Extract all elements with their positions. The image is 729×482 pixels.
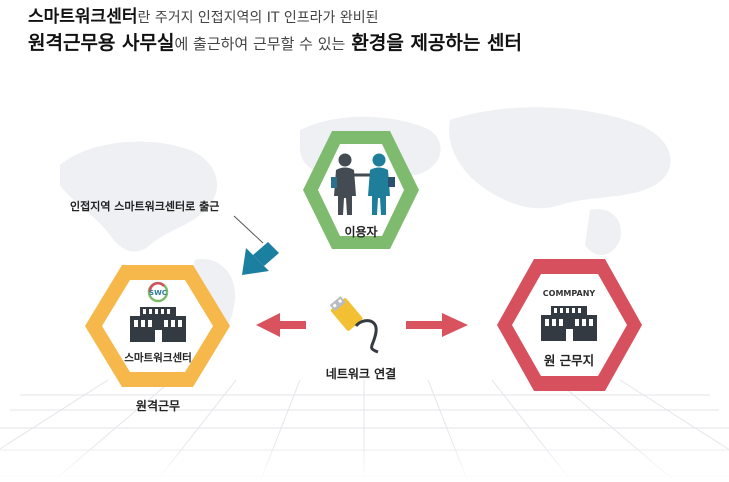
headline-line-1: 스마트워크센터란 주거지 인접지역의 IT 인프라가 완비된 [28, 2, 379, 27]
company-node: COMMPANY 원 근무지 [497, 259, 642, 391]
center-label: 스마트워크센터 [124, 351, 192, 364]
floor-fade [0, 440, 729, 482]
swc-logo-text: SWC [149, 289, 167, 297]
swc-logo-icon: SWC [147, 281, 169, 303]
headline-definition: 란 주거지 인접지역의 IT 인프라가 완비된 [137, 10, 379, 26]
headline-emphasis-1: 원격근무용 사무실 [28, 32, 175, 54]
user-node: 이용자 [303, 131, 419, 249]
commute-arrow-icon [242, 242, 279, 275]
people-icon [331, 153, 395, 215]
user-label: 이용자 [344, 224, 377, 239]
left-arrow-icon [256, 313, 306, 337]
company-label: 원 근무지 [544, 353, 594, 368]
smartwork-center-node: SWC 스마트워크센터 [85, 265, 230, 387]
headline-emphasis-2: 환경을 제공하는 센터 [351, 32, 522, 54]
headline-connector: 에 출근하여 근무할 수 있는 [174, 35, 346, 53]
building-windows [134, 309, 182, 342]
network-label: 네트워크 연결 [326, 366, 396, 381]
headline-term: 스마트워크센터 [28, 7, 138, 27]
company-logo-text: COMMPANY [543, 289, 596, 298]
callout-leader-line [233, 215, 264, 244]
usb-plug-icon [329, 296, 379, 354]
commute-label: 인접지역 스마트워크센터로 출근 [70, 199, 219, 213]
center-caption: 원격근무 [136, 398, 180, 413]
building-windows [545, 308, 593, 341]
headline-line-2: 원격근무용 사무실에 출근하여 근무할 수 있는 환경을 제공하는 센터 [28, 28, 522, 55]
right-arrow-icon [406, 313, 468, 337]
